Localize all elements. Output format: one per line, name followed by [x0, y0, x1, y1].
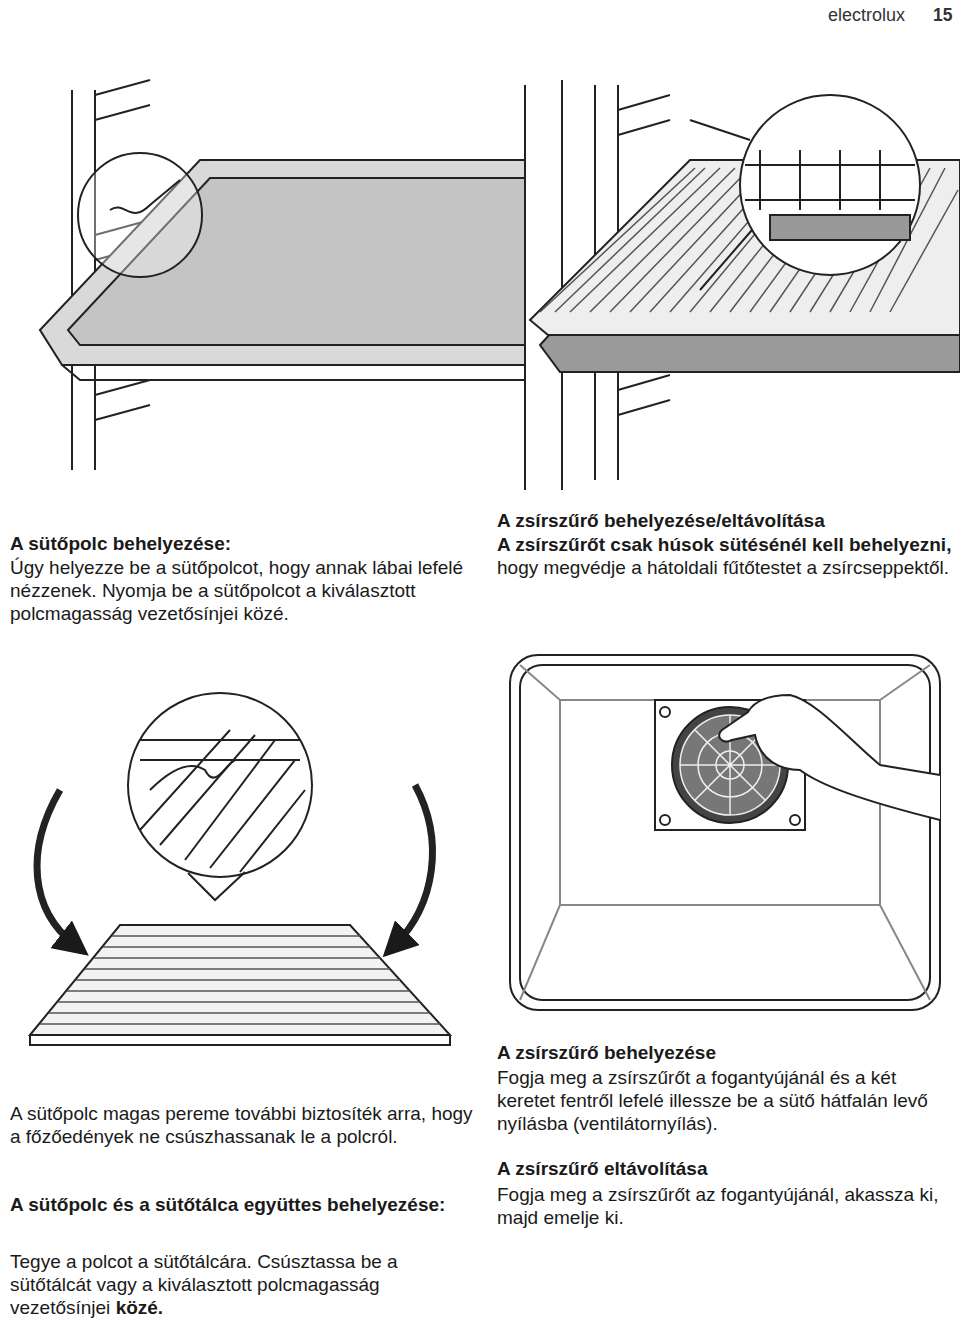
body-text: Fogja meg a zsírszűrőt a fogantyújánál é… [497, 1066, 955, 1135]
text: Tegye a polcot a sütőtálcára. Csúsztassa… [10, 1251, 398, 1318]
body-text: A zsírszűrőt csak húsok sütésénél kell b… [497, 533, 955, 579]
text: A sütőpolc magas pereme további biztosít… [10, 1103, 473, 1147]
bold-text: A sütőpolc és a sütőtálca együttes behel… [10, 1194, 445, 1215]
body-text: Fogja meg a zsírszűrőt az fogantyújánál,… [497, 1183, 955, 1229]
section-heading: A sütőpolc behelyezése: [10, 532, 470, 555]
text: Fogja meg a zsírszűrőt a fogantyújánál é… [497, 1067, 928, 1134]
text: Úgy helyezze be a sütőpolcot, hogy annak… [10, 557, 463, 624]
text: 15 [933, 5, 952, 25]
section-heading: A zsírszűrő eltávolítása [497, 1157, 955, 1180]
bold-text: A sütőpolc behelyezése: [10, 533, 231, 554]
text: electrolux [828, 5, 905, 25]
body-text: Úgy helyezze be a sütőpolcot, hogy annak… [10, 556, 480, 625]
bold-text: A zsírszűrő eltávolítása [497, 1158, 707, 1179]
bold-text: A zsírszűrő behelyezése/eltávolítása [497, 510, 825, 531]
tray-illustration [40, 80, 525, 490]
body-text: A sütőpolc magas pereme további biztosít… [10, 1102, 480, 1148]
rack-illustration [30, 693, 450, 1045]
section-heading: A zsírszűrő behelyezése/eltávolítása [497, 509, 955, 532]
page-number: 15 [933, 4, 957, 27]
bold-text: A zsírszűrőt csak húsok sütésénél kell b… [497, 534, 951, 555]
section-heading: A zsírszűrő behelyezése [497, 1041, 955, 1064]
text: Fogja meg a zsírszűrőt az fogantyújánál,… [497, 1184, 938, 1228]
body-text: Tegye a polcot a sütőtálcára. Csúsztassa… [10, 1250, 480, 1319]
oven-back-illustration [510, 655, 940, 1010]
brand-name: electrolux [828, 4, 918, 27]
bold-text: közé. [116, 1297, 164, 1318]
rack-tray-illustration [530, 80, 960, 490]
text: hogy megvédje a hátoldali fűtőtestet a z… [497, 557, 949, 578]
section-heading: A sütőpolc és a sütőtálca együttes behel… [10, 1193, 480, 1216]
bold-text: A zsírszűrő behelyezése [497, 1042, 716, 1063]
